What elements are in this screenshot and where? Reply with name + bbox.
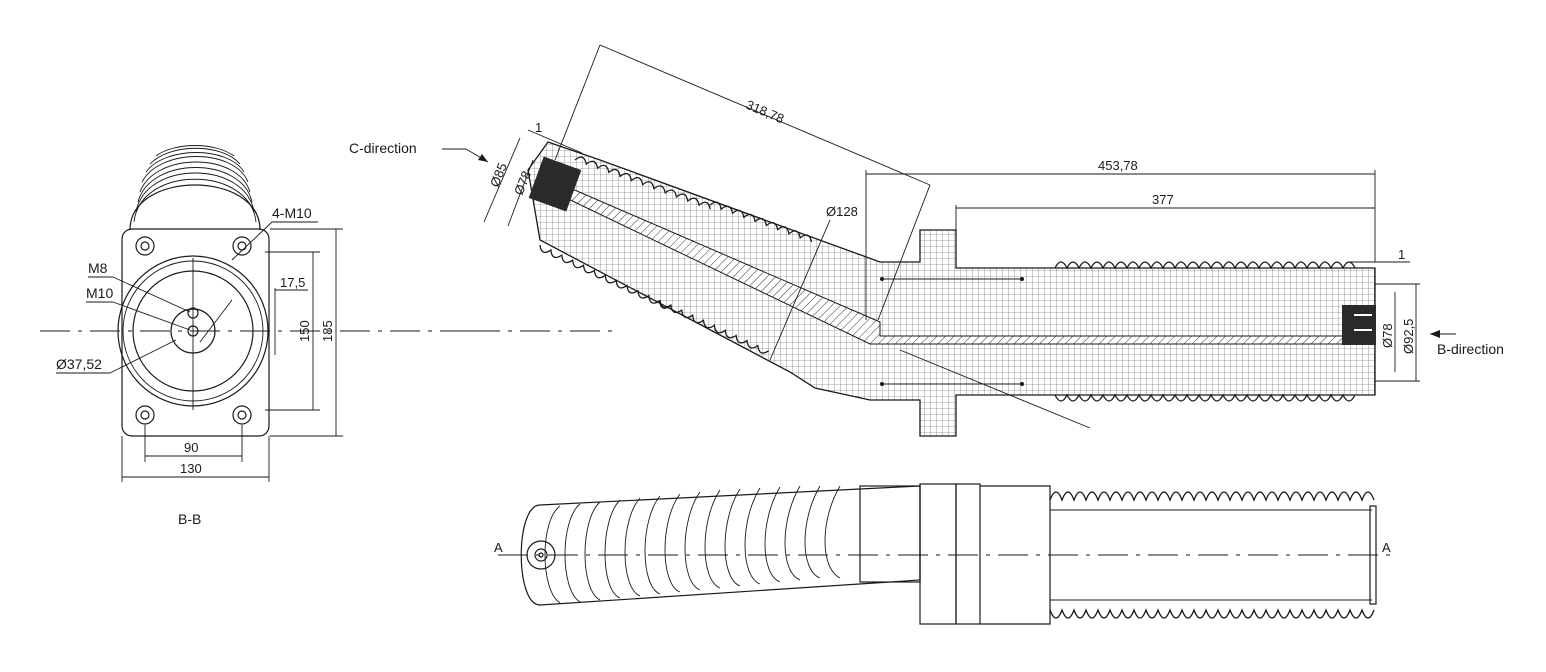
- dim-90: 90: [184, 440, 198, 455]
- bottom-view-fins: [544, 485, 841, 604]
- side-view-bb: 4-M10 M8 M10 Ø37,52 17,5 150 185 90: [56, 145, 343, 527]
- section-mark-a-right: A: [1382, 540, 1391, 555]
- dim-1-left: 1: [535, 120, 542, 135]
- dim-17-5: 17,5: [280, 275, 305, 290]
- section-mark-a-left: A: [494, 540, 503, 555]
- side-view-title: B-B: [178, 511, 201, 527]
- bushing-face: [117, 255, 269, 410]
- label-dia-37: Ø37,52: [56, 356, 102, 372]
- angled-insulator-body: [527, 141, 1376, 437]
- bolt-holes: [135, 236, 252, 425]
- dim-377: 377: [1152, 192, 1174, 207]
- dim-185: 185: [320, 320, 335, 342]
- dim-dia-78-right: Ø78: [1380, 323, 1395, 348]
- dim-dia-85: Ø85: [487, 161, 510, 189]
- label-m8: M8: [88, 260, 108, 276]
- bottom-flange: [919, 483, 957, 625]
- dim-318-78: 318,78: [744, 97, 786, 126]
- dim-150: 150: [297, 320, 312, 342]
- bottom-view: A A: [494, 483, 1392, 625]
- side-view-fins: [129, 145, 261, 231]
- dim-453-78: 453,78: [1098, 158, 1138, 173]
- dim-dia-92-5: Ø92,5: [1401, 319, 1416, 354]
- label-4-m10: 4-M10: [272, 205, 312, 221]
- b-direction-label: B-direction: [1437, 341, 1504, 357]
- flange-plate: [121, 228, 270, 437]
- c-direction-label: C-direction: [349, 140, 417, 156]
- dim-dia-128: Ø128: [826, 204, 858, 219]
- dim-1-right: 1: [1398, 247, 1405, 262]
- label-m10: M10: [86, 285, 113, 301]
- right-insert: [1342, 305, 1376, 345]
- left-insert: [528, 156, 582, 212]
- dim-130: 130: [180, 461, 202, 476]
- section-view: C-direction: [349, 44, 1504, 437]
